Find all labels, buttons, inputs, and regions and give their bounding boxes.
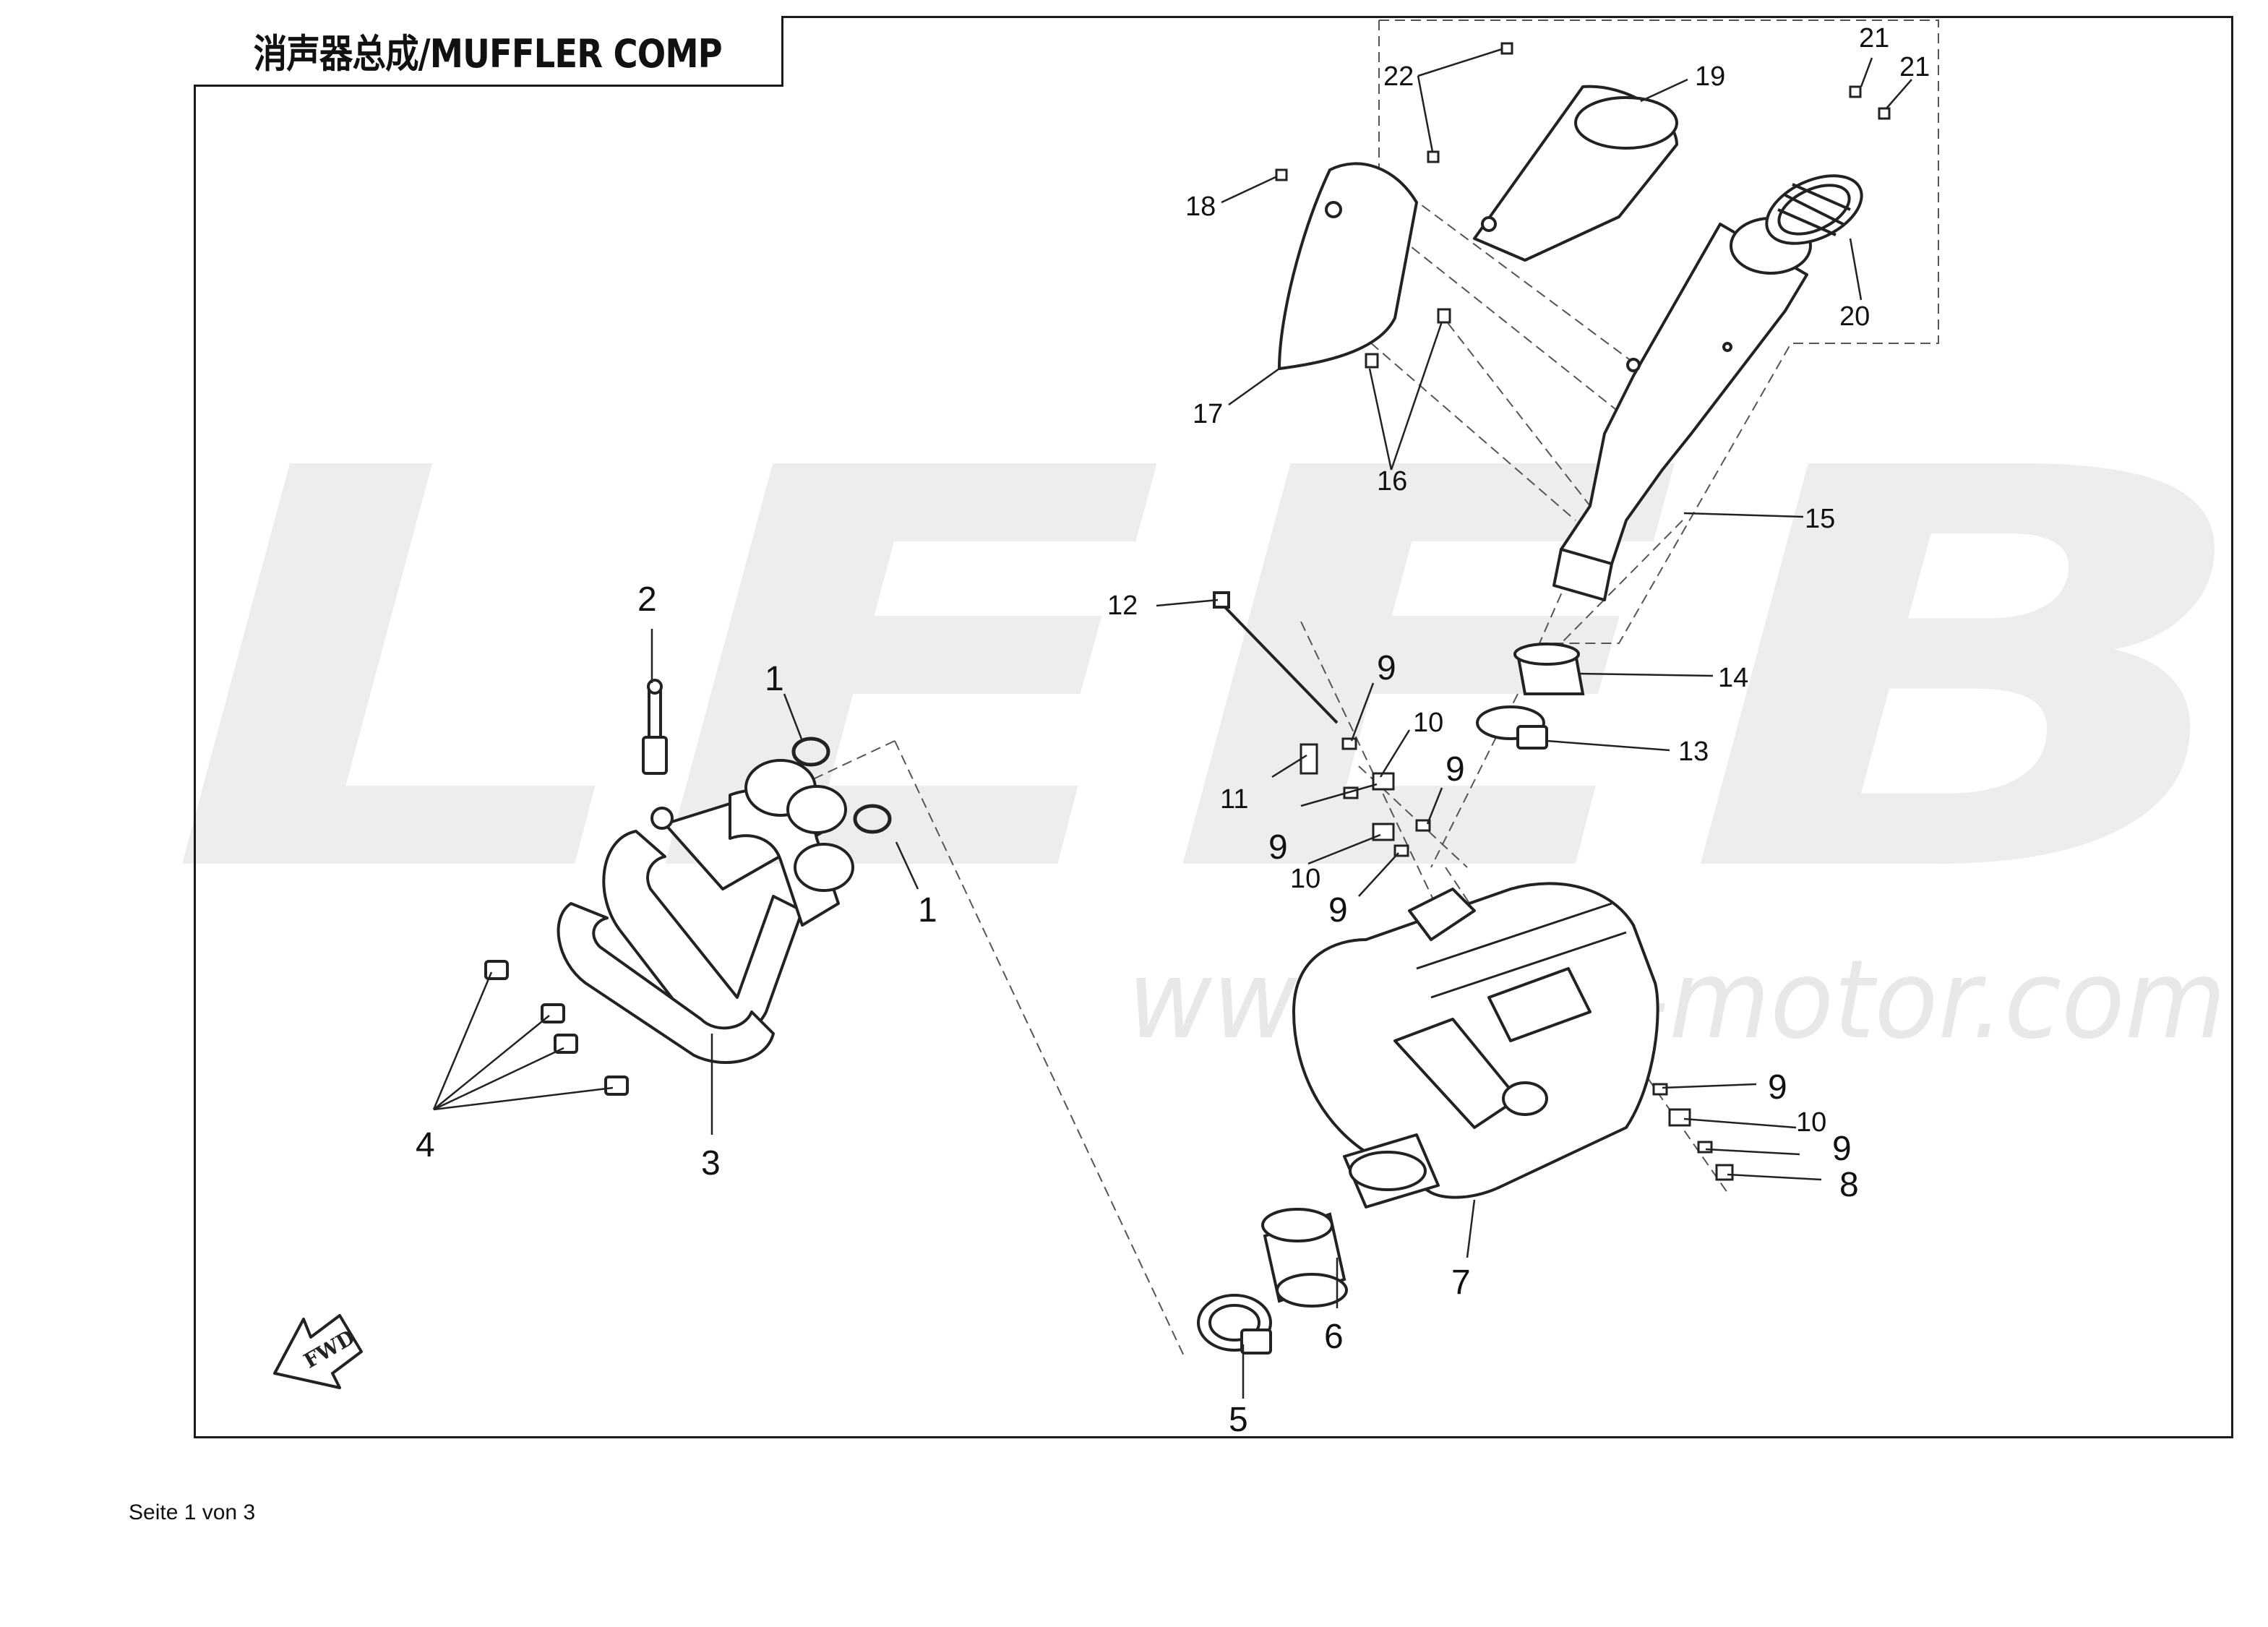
heat-shield [1278,162,1418,370]
callout-2: 2 [637,580,657,619]
sensor-stud [642,679,668,775]
callout-11: 11 [1220,784,1248,815]
callout-13: 13 [1678,737,1709,767]
callout-4: 4 [416,1126,435,1164]
callout-6: 6 [1324,1318,1344,1356]
callout-leader-lines [432,48,1912,1399]
title-block: 消声器总成/MUFFLER COMP [194,16,783,87]
callout-9: 9 [1768,1068,1787,1107]
callout-5: 5 [1229,1401,1248,1439]
callout-8: 8 [1839,1166,1859,1204]
watermark-logo: LEEB [166,355,2262,994]
callout-16: 16 [1377,466,1407,497]
callout-17: 17 [1193,399,1223,429]
watermark: LEEB www.leeb-motor.com [166,355,2262,1063]
long-bolt [1213,591,1339,724]
small-screw [1275,168,1288,181]
mesh-end-cap [1765,174,1863,245]
gasket-rings [791,737,892,834]
clamp-and-sleeve [1476,643,1585,750]
callout-12: 12 [1107,591,1138,621]
cap-screws [1427,42,1891,163]
callout-15: 15 [1805,504,1835,534]
fwd-arrow: FWD [273,1314,363,1389]
callout-18: 18 [1185,192,1216,222]
end-cap-cover [1473,85,1678,262]
callout-10: 10 [1413,708,1443,738]
connector-sleeve [1261,1208,1348,1308]
callout-9: 9 [1328,891,1348,930]
page-footer: Seite 1 von 3 [129,1501,256,1524]
callout-19: 19 [1695,61,1725,92]
callout-9: 9 [1377,649,1396,687]
callout-9: 9 [1268,828,1288,867]
callout-9: 9 [1832,1130,1852,1168]
callout-22: 22 [1383,61,1414,92]
exhaust-header-pipes [557,759,854,1064]
muffler-body [1292,882,1659,1209]
brackets [1365,308,1451,369]
callout-3: 3 [701,1144,721,1182]
callout-14: 14 [1718,663,1748,693]
callout-21: 21 [1859,23,1889,53]
page-title: 消声器总成/MUFFLER COMP [253,31,722,77]
callout-1: 1 [765,660,784,698]
callout-10: 10 [1796,1107,1826,1138]
pipe-clamp [1197,1294,1272,1355]
callout-10: 10 [1290,864,1320,894]
callout-7: 7 [1451,1263,1471,1302]
callout-20: 20 [1839,301,1870,332]
callout-1: 1 [918,891,937,930]
callout-labels: 1 1 2 3 4 5 6 7 8 9 9 9 9 9 9 10 10 10 1… [416,23,1930,1439]
callout-21: 21 [1899,52,1930,82]
callout-9: 9 [1446,750,1465,789]
drawing-frame [194,16,2233,1438]
